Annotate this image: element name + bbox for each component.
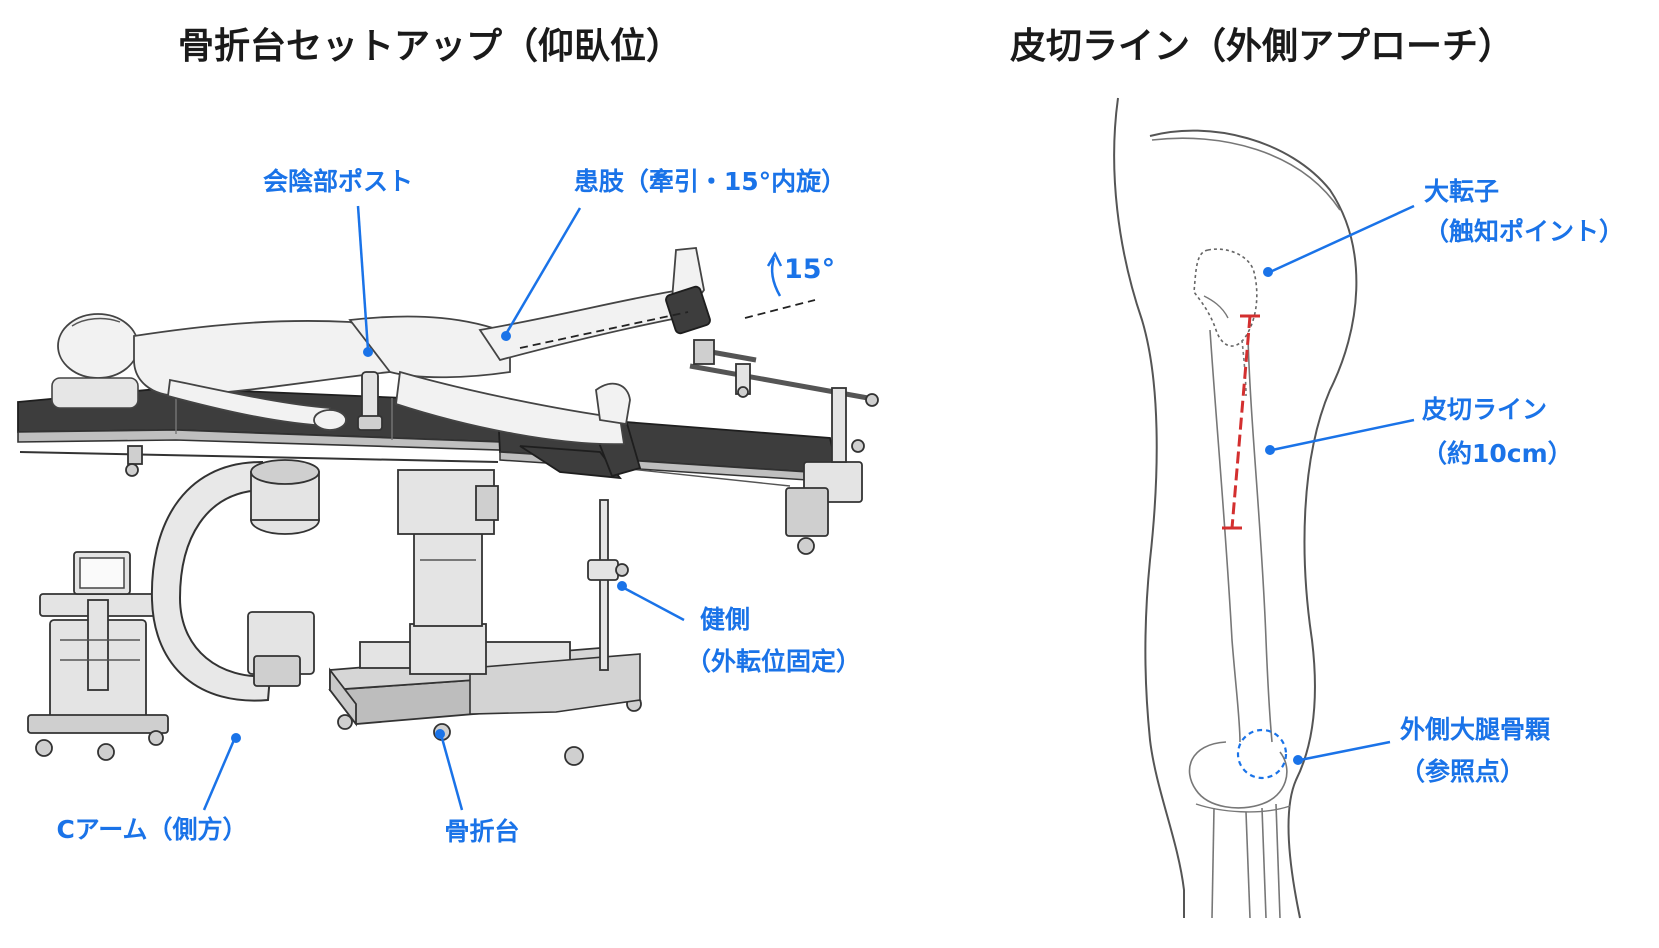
right-panel-title: 皮切ライン（外側アプローチ） bbox=[1010, 26, 1514, 67]
label-healthy-side-line1: 健側 bbox=[700, 605, 750, 634]
label-incision-line2: （約10cm） bbox=[1422, 439, 1573, 468]
label-healthy-side-line2: （外転位固定） bbox=[686, 647, 861, 676]
marker-perineal-post bbox=[363, 347, 373, 357]
marker-incision bbox=[1265, 445, 1275, 455]
leader-c-arm bbox=[202, 739, 236, 811]
c-arm-arc bbox=[150, 459, 320, 702]
marker-affected-limb bbox=[501, 331, 511, 341]
thigh-illustration bbox=[1113, 97, 1358, 919]
leader-affected-limb bbox=[504, 207, 582, 335]
label-angle: 15° bbox=[784, 254, 835, 285]
lateral-condyle-marker-circle bbox=[1236, 728, 1288, 780]
left-panel-title: 骨折台セットアップ（仰臥位） bbox=[178, 26, 682, 67]
leader-perineal-post bbox=[356, 205, 370, 351]
label-affected-limb: 患肢（牽引・15°内旋） bbox=[574, 167, 846, 196]
leader-incision bbox=[1271, 418, 1415, 452]
label-greater-trochanter-line1: 大転子 bbox=[1424, 177, 1499, 206]
marker-c-arm bbox=[231, 733, 241, 743]
marker-fracture-table bbox=[435, 729, 445, 739]
label-lateral-condyle-line1: 外側大腿骨顆 bbox=[1400, 715, 1551, 744]
traction-frame bbox=[689, 339, 879, 463]
marker-healthy-side bbox=[617, 581, 627, 591]
marker-lateral-condyle bbox=[1293, 755, 1303, 765]
angle-indicator bbox=[519, 251, 816, 349]
greater-trochanter-outline bbox=[1193, 248, 1258, 347]
label-fracture-table: 骨折台 bbox=[444, 817, 519, 846]
incision-line bbox=[1222, 314, 1260, 530]
healthy-leg-support bbox=[519, 418, 642, 671]
label-greater-trochanter-line2: （触知ポイント） bbox=[1424, 217, 1624, 246]
label-lateral-condyle-line2: （参照点） bbox=[1400, 757, 1525, 786]
perineal-post bbox=[357, 371, 383, 431]
left-annotations: 会陰部ポスト 患肢（牽引・15°内旋） 15° 健側 （外転位固定） Cアーム（… bbox=[56, 167, 861, 846]
label-incision-line1: 皮切ライン bbox=[1422, 395, 1547, 424]
label-perineal-post: 会陰部ポスト bbox=[263, 167, 413, 196]
marker-greater-trochanter bbox=[1263, 267, 1273, 277]
leg-outline bbox=[1113, 97, 1185, 918]
leader-greater-trochanter bbox=[1269, 204, 1415, 274]
fracture-table-illustration bbox=[17, 247, 879, 766]
right-annotations: 大転子 （触知ポイント） 皮切ライン （約10cm） 外側大腿骨顆 （参照点） bbox=[1263, 177, 1624, 786]
leader-healthy-side bbox=[623, 586, 685, 622]
leader-lateral-condyle bbox=[1299, 740, 1391, 762]
c-arm-cart bbox=[27, 551, 171, 761]
table-column bbox=[397, 469, 499, 675]
patient-figure bbox=[51, 247, 711, 446]
label-c-arm: Cアーム（側方） bbox=[56, 815, 247, 844]
leader-fracture-table bbox=[440, 737, 464, 811]
